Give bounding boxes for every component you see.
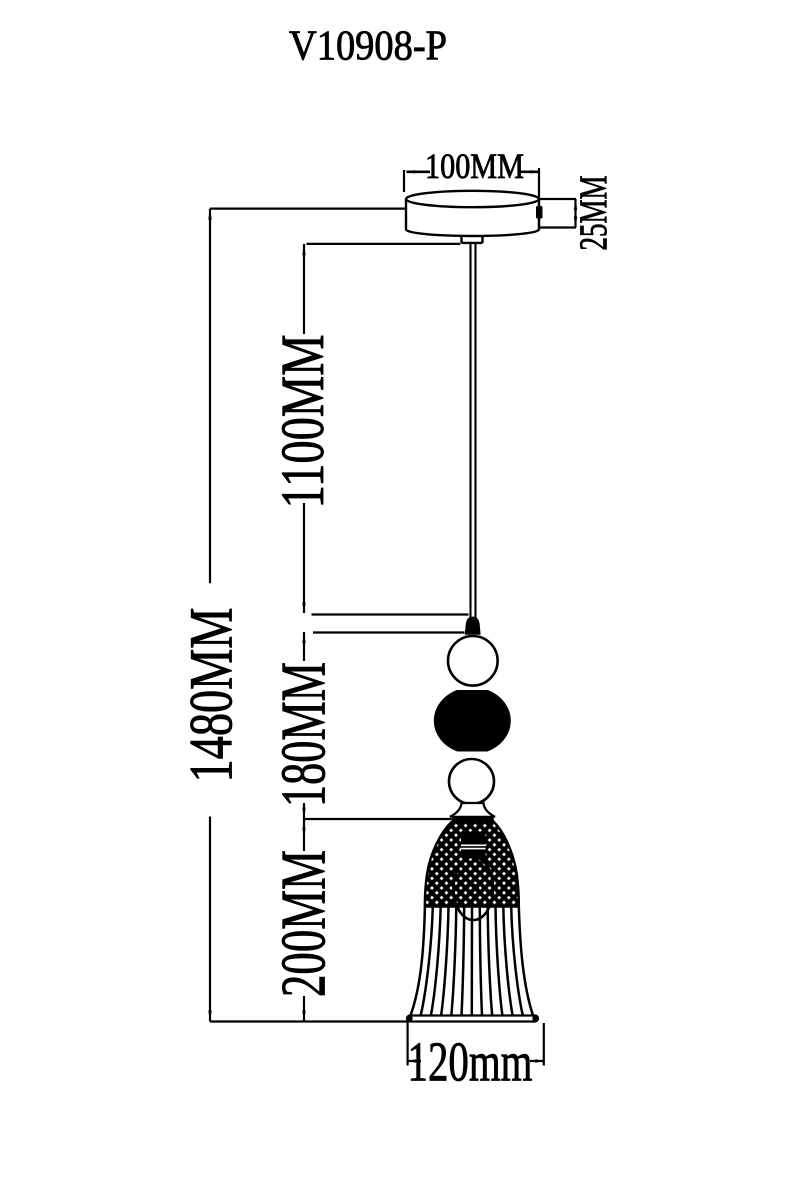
svg-text:1100MM: 1100MM xyxy=(270,334,337,508)
svg-text:25MM: 25MM xyxy=(572,176,615,251)
svg-text:V10908-P: V10908-P xyxy=(289,24,447,70)
svg-text:100MM: 100MM xyxy=(425,146,524,186)
svg-text:180MM: 180MM xyxy=(269,662,339,807)
svg-text:200MM: 200MM xyxy=(269,850,339,997)
svg-text:1480MM: 1480MM xyxy=(178,608,245,783)
svg-text:120mm: 120mm xyxy=(408,1031,533,1093)
